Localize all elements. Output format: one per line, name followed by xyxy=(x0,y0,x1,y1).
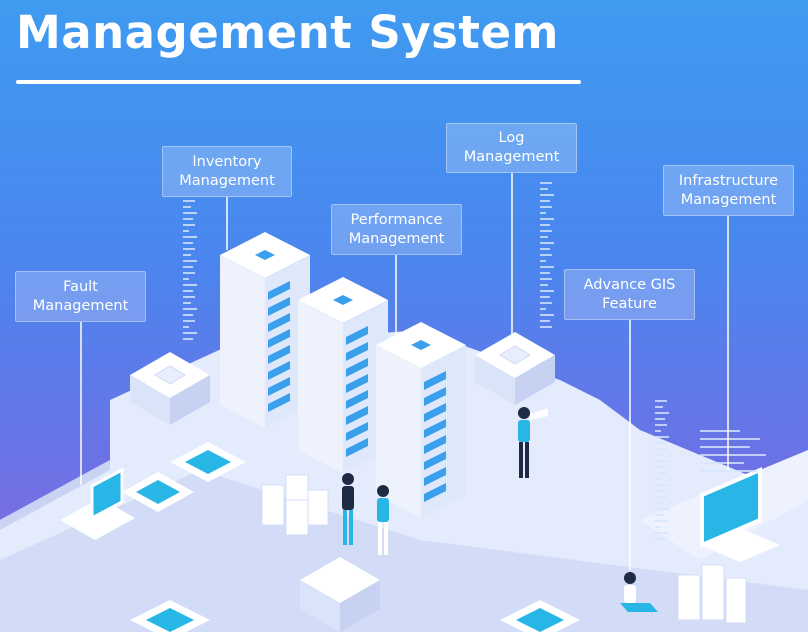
server-tower-2 xyxy=(298,277,388,473)
label-line: Management xyxy=(179,172,275,189)
page-title: Management System xyxy=(16,6,559,59)
monitor-right xyxy=(700,466,780,562)
box-stack-center xyxy=(261,474,329,536)
server-tower-3 xyxy=(376,322,466,518)
platform-edge xyxy=(0,460,110,530)
tile-bottom xyxy=(300,557,380,632)
person-pair-left xyxy=(342,473,354,545)
data-dots-right xyxy=(655,400,766,540)
label-line: Performance xyxy=(350,211,443,228)
label-line: Fault xyxy=(63,278,98,295)
floor-screen-2 xyxy=(122,472,194,512)
person-pair-right xyxy=(377,485,389,555)
person-sitting xyxy=(620,572,658,612)
data-dots-log xyxy=(540,182,554,328)
label-inventory-management: Inventory Management xyxy=(162,146,292,197)
tile-left xyxy=(130,352,210,425)
laptop-left xyxy=(60,467,135,540)
label-line: Management xyxy=(348,230,445,247)
label-line: Feature xyxy=(602,295,657,312)
label-infrastructure-management: Infrastructure Management xyxy=(663,165,794,216)
label-line: Management xyxy=(32,297,129,314)
label-log-management: Log Management xyxy=(446,123,577,173)
label-line: Management xyxy=(463,149,560,165)
floor-screen-1 xyxy=(170,442,246,482)
label-line: Advance GIS xyxy=(583,276,676,293)
label-line: Management xyxy=(680,191,777,208)
label-line: Infrastructure xyxy=(678,172,779,189)
tile-log xyxy=(475,332,555,405)
label-line: Inventory xyxy=(192,153,262,170)
data-dots-left xyxy=(183,200,197,340)
floor-screen-3 xyxy=(130,600,210,632)
floor-screen-4 xyxy=(500,600,580,632)
person-standing xyxy=(518,407,548,478)
label-line: Log xyxy=(498,130,525,146)
connector-lines xyxy=(80,173,729,570)
label-advance-gis-feature: Advance GIS Feature xyxy=(564,269,695,320)
title-underline xyxy=(16,80,581,84)
label-fault-management: Fault Management xyxy=(15,271,146,322)
label-performance-management: Performance Management xyxy=(331,204,462,255)
server-tower-1 xyxy=(220,232,310,428)
box-stack-right xyxy=(677,564,747,624)
platform-lower xyxy=(0,470,808,632)
